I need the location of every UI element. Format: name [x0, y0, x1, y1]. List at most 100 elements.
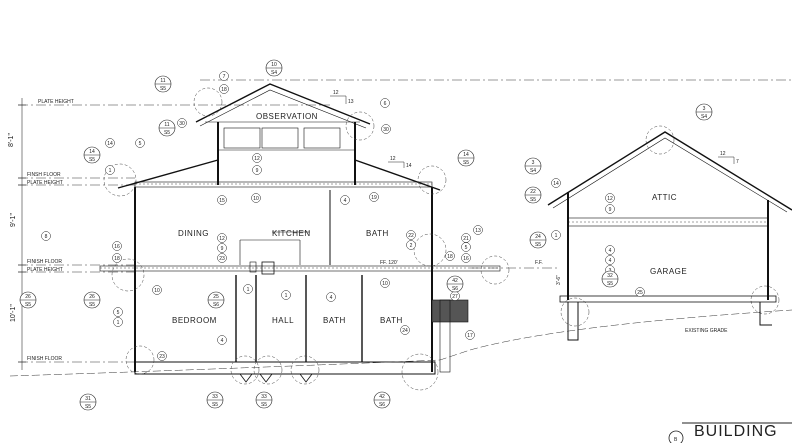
callout-18: 18	[219, 84, 229, 94]
room-attic: ATTIC	[652, 193, 677, 202]
room-bath-lower-2: BATH	[380, 316, 403, 325]
svg-text:3: 3	[532, 160, 535, 166]
callout-9b: 9	[217, 243, 227, 253]
callout-27: 27	[450, 291, 460, 301]
svg-text:S6: S6	[452, 286, 458, 292]
svg-text:21: 21	[463, 236, 469, 242]
room-bath-upper: BATH	[366, 229, 389, 238]
callout-1c: 1	[243, 284, 253, 294]
svg-text:S4: S4	[271, 70, 277, 76]
svg-text:23: 23	[219, 256, 225, 262]
dimension-garage: 3'-6"	[556, 275, 562, 285]
dimension-column	[18, 98, 26, 370]
callout-22: 22	[406, 230, 416, 240]
numbered-callouts: 7 18 6 30 30 12 9 14 5 1 15 10 4 19 8 16…	[41, 71, 645, 361]
callout-12b: 12	[217, 233, 227, 243]
svg-text:4: 4	[609, 248, 612, 254]
callout-18b: 18	[112, 253, 122, 263]
level-finish-floor-upper: FINSH FLOOR	[27, 172, 61, 178]
callout-7: 7	[219, 71, 229, 81]
svg-text:22: 22	[408, 233, 414, 239]
svg-text:30: 30	[179, 121, 185, 127]
svg-text:18: 18	[221, 87, 227, 93]
svg-text:S5: S5	[535, 242, 541, 248]
svg-text:5: 5	[139, 141, 142, 147]
svg-text:12: 12	[390, 156, 396, 162]
svg-text:4: 4	[221, 338, 224, 344]
svg-text:S5: S5	[212, 402, 218, 408]
callout-13: 13	[473, 225, 483, 235]
svg-text:16: 16	[114, 244, 120, 250]
sheet-title: BUILDING	[694, 423, 778, 440]
room-hall: HALL	[272, 316, 294, 325]
svg-text:25: 25	[637, 290, 643, 296]
note-ff-garage: F.F.	[535, 260, 543, 266]
room-bedroom: BEDROOM	[172, 316, 217, 325]
callout-5: 5	[135, 138, 145, 148]
svg-text:5: 5	[117, 310, 120, 316]
svg-text:30: 30	[383, 127, 389, 133]
dimension-lower: 10'-1"	[10, 304, 17, 322]
callout-25: 25	[635, 287, 645, 297]
svg-text:26: 26	[89, 294, 95, 300]
callout-12a: 12	[252, 153, 262, 163]
svg-text:1: 1	[285, 293, 288, 299]
svg-text:S5: S5	[25, 302, 31, 308]
callout-1e: 1	[551, 230, 561, 240]
level-plate-height-top: PLATE HEIGHT	[38, 99, 74, 105]
callout-6: 6	[380, 98, 390, 108]
callout-17: 17	[465, 330, 475, 340]
callout-2: 2	[406, 240, 416, 250]
svg-text:S5: S5	[89, 157, 95, 163]
callout-24: 24	[400, 325, 410, 335]
svg-text:6: 6	[384, 101, 387, 107]
callout-1b: 1	[113, 317, 123, 327]
callout-10c: 10	[380, 278, 390, 288]
svg-text:12: 12	[333, 90, 339, 96]
callout-16b: 16	[461, 253, 471, 263]
room-bath-lower-1: BATH	[323, 316, 346, 325]
callout-5b: 5	[461, 242, 471, 252]
svg-text:13: 13	[475, 228, 481, 234]
main-house-section	[99, 83, 501, 383]
callout-23b: 23	[157, 351, 167, 361]
svg-text:5: 5	[465, 245, 468, 251]
svg-text:17: 17	[467, 333, 473, 339]
svg-text:14: 14	[89, 149, 95, 155]
room-garage: GARAGE	[650, 267, 687, 276]
callout-5c: 5	[113, 307, 123, 317]
svg-text:23: 23	[159, 354, 165, 360]
svg-text:7: 7	[223, 74, 226, 80]
svg-text:11: 11	[164, 122, 169, 128]
callout-21: 21	[461, 233, 471, 243]
callout-8: 8	[41, 231, 51, 241]
svg-text:42: 42	[452, 278, 458, 284]
callout-1a: 1	[105, 165, 115, 175]
svg-text:S4: S4	[530, 168, 536, 174]
svg-text:S5: S5	[85, 404, 91, 410]
svg-text:S5: S5	[463, 160, 469, 166]
callout-4c: 4	[217, 335, 227, 345]
svg-text:4: 4	[330, 295, 333, 301]
svg-text:10: 10	[382, 281, 388, 287]
svg-text:1: 1	[117, 320, 120, 326]
svg-text:8: 8	[45, 234, 48, 240]
svg-text:24: 24	[402, 328, 408, 334]
tag-3-s4b: 3S4	[695, 103, 713, 121]
svg-text:22: 22	[530, 189, 536, 195]
level-plate-height-upper: PLATE HEIGHT	[27, 180, 63, 186]
svg-text:33: 33	[261, 394, 267, 400]
note-existing-grade: EXISTING GRADE	[685, 328, 728, 334]
